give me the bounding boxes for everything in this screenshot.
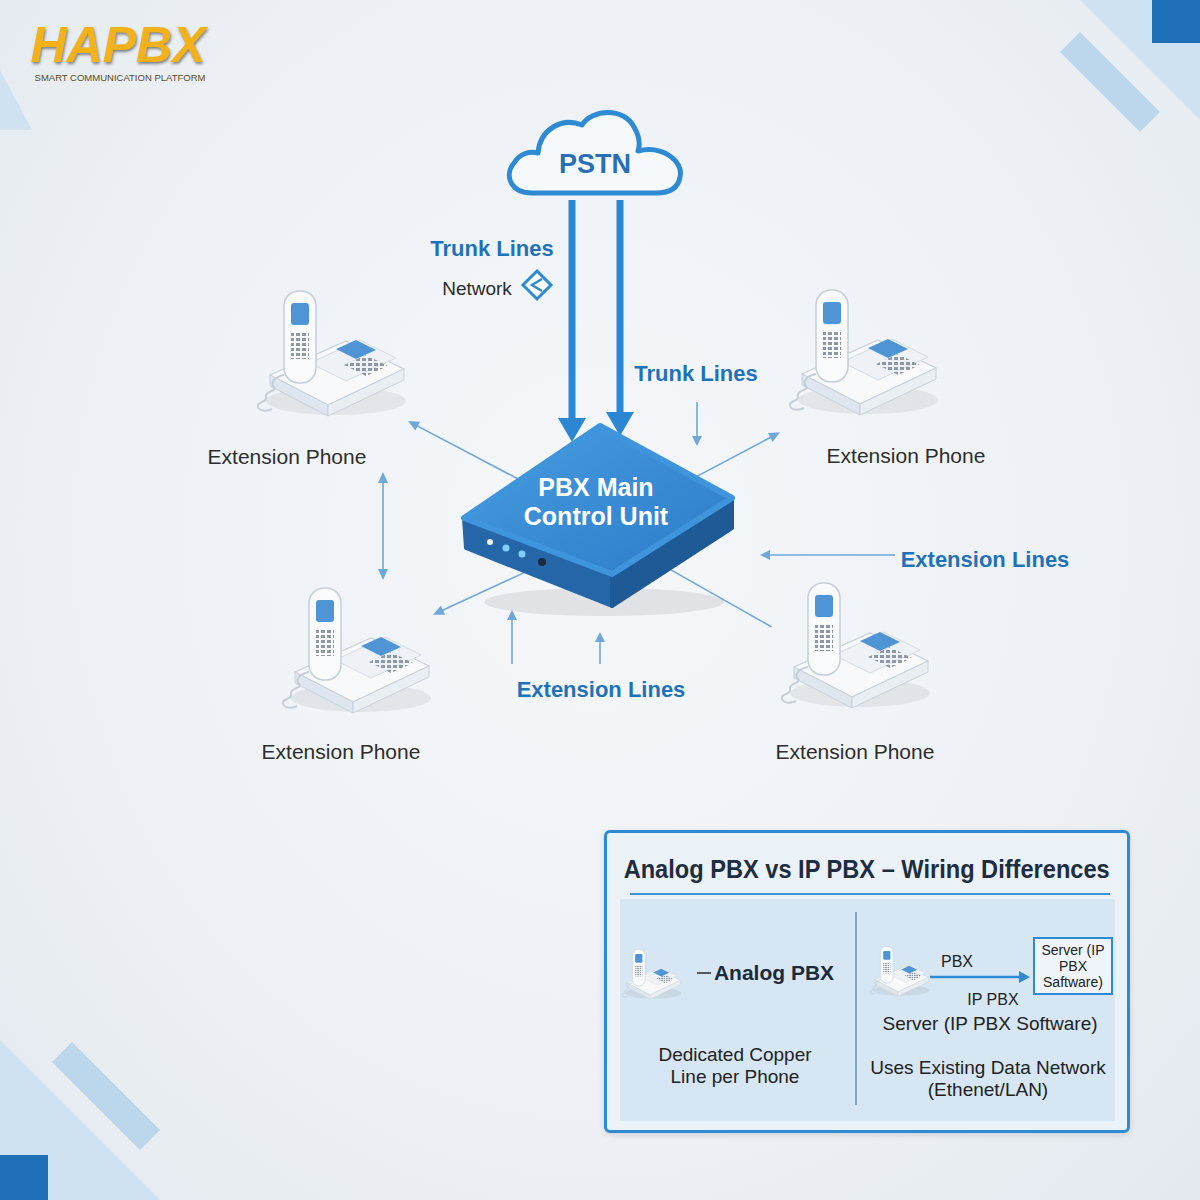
extension-line <box>408 421 518 479</box>
arrow-head <box>408 421 420 431</box>
connector-line <box>415 425 518 479</box>
annotation-label: Trunk Lines <box>634 361 757 386</box>
leader-line <box>696 402 698 438</box>
server-label: Server (IP PBX Saftware) <box>1039 942 1107 990</box>
server-box: Server (IP PBX Saftware) <box>1033 937 1113 995</box>
phone-label: Extension Phone <box>208 445 367 469</box>
arrow-head <box>692 436 702 446</box>
arrow-head <box>507 610 517 620</box>
phone-illustrations <box>258 290 938 713</box>
desk-phone <box>283 588 431 713</box>
cloud-node: PSTN <box>500 105 690 200</box>
ip-arrow-line <box>930 976 1020 979</box>
pbx-unit: PBX Main Control Unit <box>462 424 734 614</box>
logo-text: HAPBX <box>30 17 205 75</box>
network-diamond <box>523 271 551 299</box>
trunk-line <box>606 200 634 436</box>
annotation-label: IP PBX <box>967 991 1018 1009</box>
desk-phone <box>258 291 406 416</box>
desk-phone <box>782 583 930 708</box>
annotation-label: Server (IP PBX Software) <box>882 1013 1097 1035</box>
extension-phone: Extension Phone <box>258 580 433 767</box>
pbx-label: PBX Main Control Unit <box>501 473 691 531</box>
desk-phone <box>790 290 938 415</box>
extension-line <box>378 472 388 580</box>
arrow-head <box>1019 971 1030 983</box>
trunk-line <box>558 200 586 442</box>
annotation-label: Trunk Lines <box>430 236 553 261</box>
arrow-head <box>378 472 388 483</box>
corner-bar <box>1060 32 1160 132</box>
extension-phone: Extension Phone <box>772 575 939 767</box>
analog-phone-icon <box>622 949 681 999</box>
corner-band <box>0 1040 160 1200</box>
cloud-label: PSTN <box>559 149 631 180</box>
corner-block <box>0 1155 48 1200</box>
annotation-label: Dedicated Copper Line per Phone <box>649 1044 821 1088</box>
annotation-label: Extension Lines <box>517 677 686 702</box>
extension-phone: Extension Phone <box>204 283 408 472</box>
logo-text: SMART COMMUNICATION PLATFORM <box>35 73 206 84</box>
phone-label: Extension Phone <box>827 444 986 468</box>
ip-phone-icon <box>870 946 929 996</box>
corner-block <box>1152 0 1200 43</box>
leader-line <box>511 618 513 664</box>
connector-line <box>382 480 384 573</box>
arrow-head <box>768 432 780 442</box>
connector-line <box>617 200 624 419</box>
network-icon <box>523 271 551 299</box>
dash-line <box>697 972 711 974</box>
arrow-head <box>760 550 770 560</box>
connector-line <box>697 436 773 476</box>
leader-line <box>599 640 601 664</box>
network-arrow <box>532 279 542 291</box>
annotation-label: PBX <box>941 953 973 971</box>
extension-phone: Extension Phone <box>780 282 989 471</box>
corner-bar <box>52 1042 160 1150</box>
arrow-head <box>595 632 605 642</box>
arrow-head <box>378 569 388 580</box>
phone-label: Extension Phone <box>262 740 421 764</box>
annotation-label: Uses Existing Data Network (Ethenet/LAN) <box>863 1057 1113 1101</box>
comparison-panel: Analog PBX vs IP PBX – Wiring Difference… <box>604 830 1130 1133</box>
leader-line <box>768 554 895 556</box>
annotation-label: Extension Lines <box>901 547 1070 572</box>
corner-band <box>0 70 32 130</box>
extension-line <box>697 432 780 476</box>
annotation-label: Analog PBX <box>714 961 834 985</box>
annotation-label: Network <box>442 278 512 300</box>
phone-label: Extension Phone <box>776 740 935 764</box>
arrow-head <box>433 606 445 615</box>
pbx-text-box: PBX Main Control Unit <box>501 473 691 531</box>
panel-title: Analog PBX vs IP PBX – Wiring Difference… <box>624 855 1110 885</box>
connector-line <box>569 200 576 425</box>
